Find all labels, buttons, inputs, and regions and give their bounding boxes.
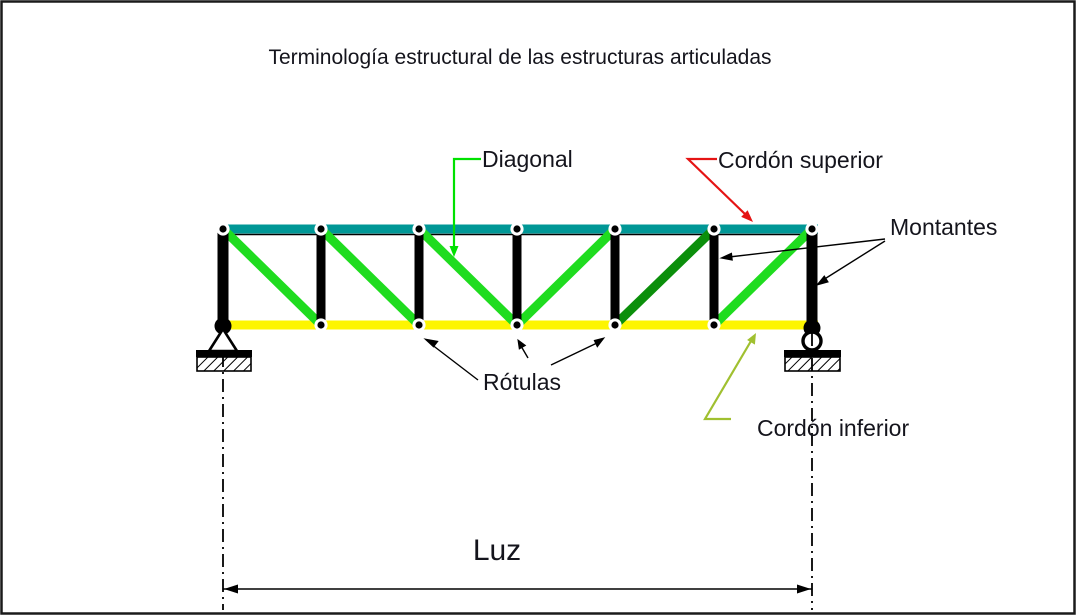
joint-pin — [219, 225, 227, 233]
leader-line — [822, 240, 886, 281]
montante — [610, 230, 620, 325]
joint-pin — [611, 321, 619, 329]
leader-cordon-inferior — [703, 333, 756, 421]
leader-rotulas — [423, 337, 606, 381]
joint-pin — [415, 321, 423, 329]
leader-line — [430, 343, 479, 381]
bottom-joints — [314, 318, 721, 332]
leader-montantes — [719, 238, 886, 286]
joint-markers — [216, 222, 819, 332]
leader-line — [452, 157, 481, 248]
page-title: Terminología estructural de las estructu… — [268, 46, 771, 69]
leader-arrowhead — [449, 246, 459, 257]
dimension-arrow-left — [224, 584, 238, 594]
support-pin-node — [214, 317, 232, 335]
montante — [806, 229, 818, 330]
support-triangle — [206, 326, 240, 353]
montante — [414, 230, 424, 325]
joint-pin — [513, 225, 521, 233]
joint-pin — [710, 321, 718, 329]
leader-diagonal — [449, 157, 481, 257]
diagonal-member — [219, 225, 325, 329]
leader-line — [685, 157, 747, 216]
joint-pin — [710, 225, 718, 233]
leader-line — [520, 345, 529, 359]
joint-pin — [808, 225, 816, 233]
support-cap-bar — [196, 350, 252, 357]
label-cordon-inferior: Cordón inferior — [757, 415, 909, 441]
leader-arrowhead — [741, 210, 753, 222]
diagonal-member — [513, 225, 619, 329]
diagonal-member — [710, 225, 816, 329]
label-diagonal: Diagonal — [482, 146, 573, 172]
diagonal-members — [219, 225, 816, 329]
label-cordon-superior: Cordón superior — [718, 147, 883, 173]
joint-pin — [317, 225, 325, 233]
joint-pin — [317, 321, 325, 329]
joint-pin — [415, 225, 423, 233]
top-joints — [216, 222, 819, 236]
dimension-luz — [223, 584, 812, 594]
support-pinned — [196, 317, 252, 372]
label-rotulas: Rótulas — [483, 369, 561, 395]
leader-cordon-superior — [685, 157, 753, 222]
diagonal-member — [317, 225, 423, 329]
support-cap-bar — [784, 350, 841, 357]
leader-arrowhead — [423, 338, 439, 348]
support-ground-hatch — [196, 356, 252, 372]
label-luz: Luz — [473, 534, 521, 567]
joint-pin — [513, 321, 521, 329]
dimension-arrow-right — [797, 584, 811, 594]
montante — [512, 230, 522, 325]
diagonal-member-dark — [611, 225, 718, 329]
leader-line — [550, 342, 598, 366]
montante — [316, 230, 326, 325]
diagonal-member — [415, 225, 521, 329]
leader-line — [728, 238, 886, 258]
leader-arrowhead — [719, 252, 733, 261]
leader-arrowhead — [815, 275, 829, 286]
leader-line — [703, 340, 752, 421]
vertical-montantes — [217, 229, 818, 330]
joint-pin — [611, 225, 619, 233]
montante — [217, 229, 229, 326]
montante — [709, 230, 719, 325]
leader-arrowhead — [593, 337, 606, 348]
label-montantes: Montantes — [890, 214, 997, 240]
leader-arrowhead — [517, 338, 527, 350]
leader-arrowhead — [747, 333, 756, 345]
